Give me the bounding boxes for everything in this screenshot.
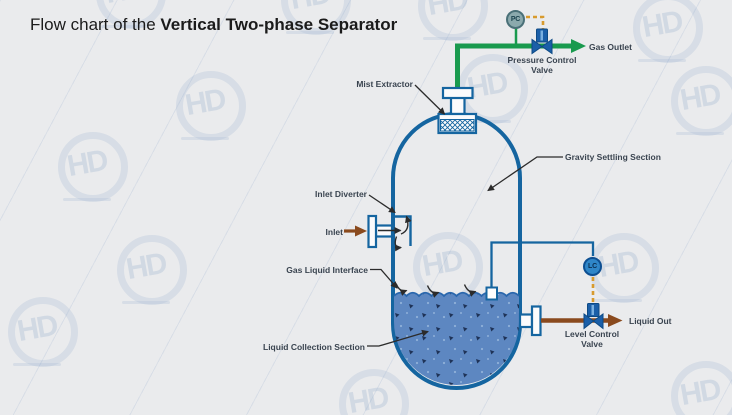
liquid-collection-section — [393, 291, 520, 386]
label-gas-outlet: Gas Outlet — [589, 41, 632, 52]
pc-signal-line — [526, 15, 545, 30]
label-gravity-settling-section: Gravity Settling Section — [565, 152, 661, 162]
level-sensing-line — [490, 241, 595, 288]
pressure-controller-badge: PC — [506, 10, 525, 29]
inlet-nozzle-flange — [367, 214, 378, 249]
label-level-control-valve: Level Control Valve — [564, 329, 620, 349]
label-inlet-diverter: Inlet Diverter — [315, 189, 367, 199]
top-nozzle-flange — [441, 86, 474, 100]
label-inlet: Inlet — [325, 226, 343, 237]
inlet-arrow-icon — [355, 225, 367, 237]
label-pressure-control-valve: Pressure Control Valve — [507, 55, 577, 75]
liquid-out-arrow-icon — [608, 314, 623, 327]
page-title: Flow chart of the Vertical Two-phase Sep… — [30, 15, 397, 35]
label-liquid-collection-section: Liquid Collection Section — [263, 341, 365, 352]
outlet-nozzle-stub — [518, 313, 534, 329]
top-nozzle-stem — [449, 95, 466, 116]
label-liquid-out: Liquid Out — [629, 315, 672, 326]
level-control-valve-icon — [583, 303, 604, 330]
title-prefix: Flow chart of the — [30, 15, 161, 34]
label-mist-extractor: Mist Extractor — [356, 79, 413, 89]
leader-lines — [367, 84, 563, 347]
label-gas-liquid-interface: Gas Liquid Interface — [286, 265, 368, 275]
pressure-control-valve-icon — [531, 28, 553, 55]
outlet-nozzle-flange — [530, 305, 542, 337]
title-emphasis: Vertical Two-phase Separator — [160, 15, 398, 34]
gas-outlet-arrow-icon — [571, 39, 586, 53]
mist-extractor — [437, 112, 478, 135]
level-float-sensor — [485, 286, 498, 301]
level-controller-badge: LC — [583, 257, 602, 276]
